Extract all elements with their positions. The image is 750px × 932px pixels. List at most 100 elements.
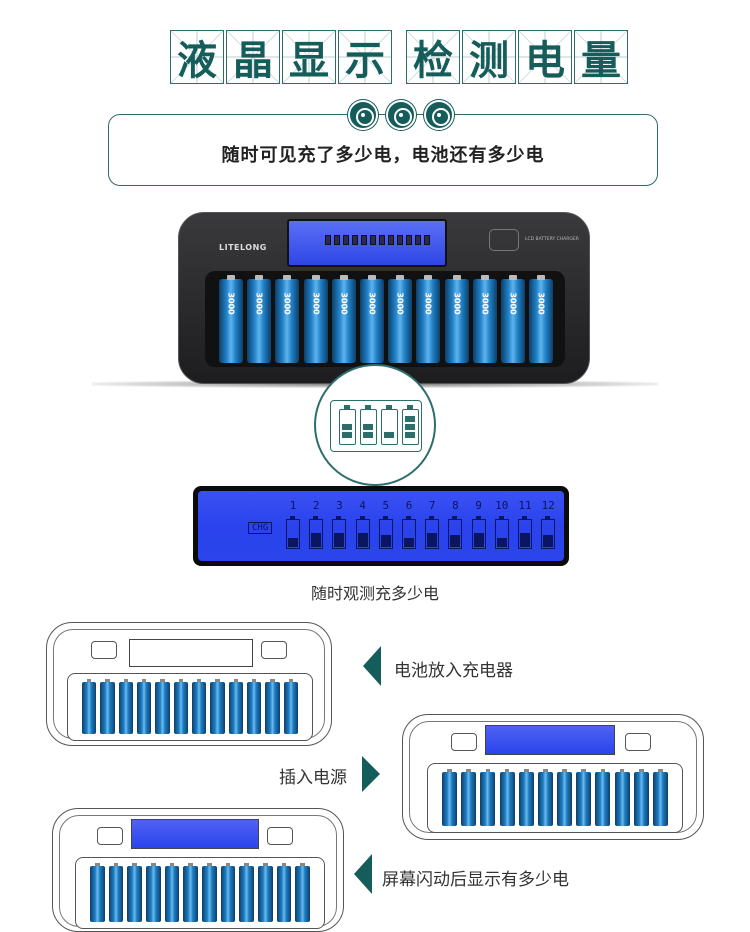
lcd-battery-icon [541, 516, 556, 549]
step2-label: 插入电源 [279, 768, 347, 788]
battery-cell [265, 679, 280, 734]
lcd-battery-level [543, 535, 554, 547]
battery-cell [82, 679, 97, 734]
battery-cell: 3000 [529, 275, 554, 363]
lcd-battery-icon [286, 516, 300, 549]
lcd-battery-icon [309, 516, 324, 549]
battery-cell: 3000 [388, 275, 413, 363]
lcd-battery-level [427, 533, 438, 547]
battery-cell [100, 679, 115, 734]
battery-cell [518, 769, 534, 826]
step3-charger [52, 808, 344, 932]
title-char: 示 [338, 30, 392, 84]
battery-cell [633, 769, 649, 826]
charger-button [489, 229, 519, 251]
battery-cell-label: 3000 [254, 292, 264, 315]
subtitle: 随时可见充了多少电，电池还有多少电 [221, 145, 545, 166]
battery-cell-label: 3000 [282, 292, 292, 315]
battery-cell [537, 769, 553, 826]
battery-cell [480, 769, 496, 826]
arrow-left-icon [363, 646, 381, 686]
title-char: 晶 [226, 30, 280, 84]
step1-label: 电池放入充电器 [394, 661, 513, 681]
title-char: 检 [406, 30, 460, 84]
battery-cell-label: 3000 [536, 292, 546, 315]
battery-cell [183, 863, 198, 922]
lcd-battery-level [404, 538, 414, 547]
battery-cell [652, 769, 668, 826]
battery-cell: 3000 [331, 275, 356, 363]
battery-cell [576, 769, 592, 826]
lcd-battery-level [450, 535, 461, 547]
battery-cell [155, 679, 170, 734]
battery-cell [461, 769, 477, 826]
battery-cell: 3000 [444, 275, 469, 363]
decorative-circles [348, 100, 468, 130]
lcd-battery-level [288, 538, 298, 547]
battery-cell [127, 863, 142, 922]
lcd-battery-icon [494, 516, 509, 549]
battery-cell: 3000 [501, 275, 525, 363]
lcd-battery-level [473, 533, 484, 547]
charger-brand: LITELONG [219, 243, 267, 252]
battery-cell: 3000 [416, 275, 441, 363]
battery-cell [192, 679, 207, 734]
battery-cell [614, 769, 630, 826]
lcd-battery-level [380, 535, 391, 547]
title-char: 量 [574, 30, 628, 84]
battery-cell-label: 3000 [395, 292, 405, 315]
battery-cell [108, 863, 124, 922]
lcd-slot-number: 1 [289, 499, 297, 512]
lcd-slot-number: 8 [452, 499, 459, 512]
lcd-battery-icon [448, 516, 463, 549]
battery-cell [442, 769, 458, 826]
battery-cell-label: 3000 [367, 292, 377, 315]
battery-cell [228, 679, 243, 734]
lcd-battery-icon [425, 516, 440, 549]
target-icon [386, 100, 416, 130]
lcd-slot-number: 9 [475, 499, 482, 512]
step3-label: 屏幕闪动后显示有多少电 [382, 870, 569, 890]
lcd-slot-number: 5 [382, 499, 390, 512]
lcd-battery-icon [355, 516, 370, 549]
battery-cell [164, 863, 180, 922]
lcd-battery-level [520, 533, 530, 547]
battery-cell: 3000 [472, 275, 497, 363]
lcd-slot-number: 11 [518, 499, 532, 512]
arrow-right-icon [362, 756, 380, 792]
battery-cell [276, 863, 292, 922]
battery-cell [90, 863, 105, 922]
battery-cell [499, 769, 515, 826]
lcd-battery-level [357, 533, 368, 547]
page-title: 液 晶 显 示 检 测 电 量 [0, 30, 750, 86]
target-icon [424, 100, 454, 130]
title-char: 电 [518, 30, 572, 84]
lcd-slot-number: 7 [428, 499, 436, 512]
title-char: 显 [282, 30, 336, 84]
title-char: 液 [170, 30, 224, 84]
battery-cell-label: 3000 [226, 292, 236, 315]
lcd-battery-level [311, 533, 322, 547]
battery-cell [283, 679, 298, 734]
battery-cell [295, 863, 310, 922]
battery-cell [210, 679, 225, 734]
target-icon [348, 100, 378, 130]
battery-cell: 3000 [247, 275, 272, 363]
battery-cell [220, 863, 236, 922]
battery-cell [146, 863, 161, 922]
lcd-battery-level [496, 538, 507, 547]
lcd-slot-number: 6 [405, 499, 413, 512]
battery-cell-label: 3000 [423, 292, 433, 315]
battery-cell [258, 863, 273, 922]
battery-cell-label: 3000 [339, 292, 349, 315]
step1-charger [46, 622, 332, 746]
lcd-slot-number: 4 [359, 499, 366, 512]
charger-info: LCD BATTERY CHARGER [525, 237, 579, 242]
lcd-battery-icon [518, 516, 532, 549]
battery-cell-label: 3000 [508, 292, 518, 315]
lcd-battery-icon [378, 516, 393, 549]
lcd-slot-number: 12 [541, 499, 555, 512]
battery-cell-label: 3000 [311, 292, 321, 315]
